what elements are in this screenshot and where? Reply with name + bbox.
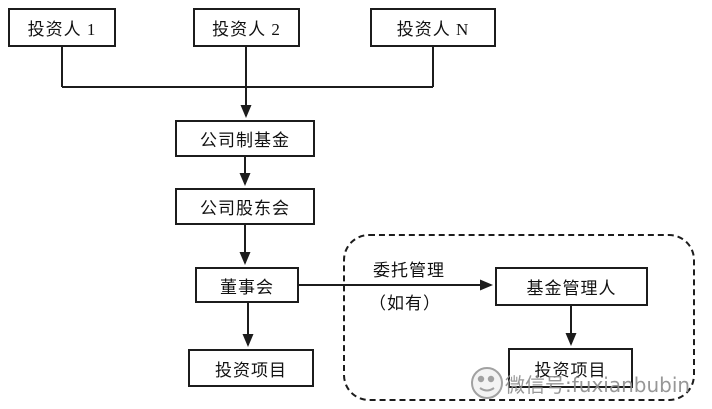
watermark: 微信号:fuxianbubin	[470, 364, 690, 402]
node-fund-manager: 基金管理人	[495, 267, 648, 306]
node-investor-n: 投资人 N	[370, 8, 496, 47]
watermark-text: 微信号:fuxianbubin	[505, 372, 691, 397]
edge-label-entrusted-management: 委托管理	[373, 261, 445, 280]
node-board-of-directors: 董事会	[195, 267, 299, 303]
wechat-logo-icon	[471, 367, 503, 399]
node-investor-2: 投资人 2	[193, 8, 300, 47]
node-corporate-fund: 公司制基金	[175, 120, 315, 157]
node-shareholders-meeting: 公司股东会	[175, 188, 315, 225]
entrusted-management-dashed-region	[343, 234, 695, 401]
node-investor-1: 投资人 1	[8, 8, 116, 47]
edge-label-if-any: （如有）	[369, 294, 441, 313]
node-investment-project-right: 投资项目	[508, 348, 633, 388]
node-investment-project-left: 投资项目	[188, 349, 314, 387]
